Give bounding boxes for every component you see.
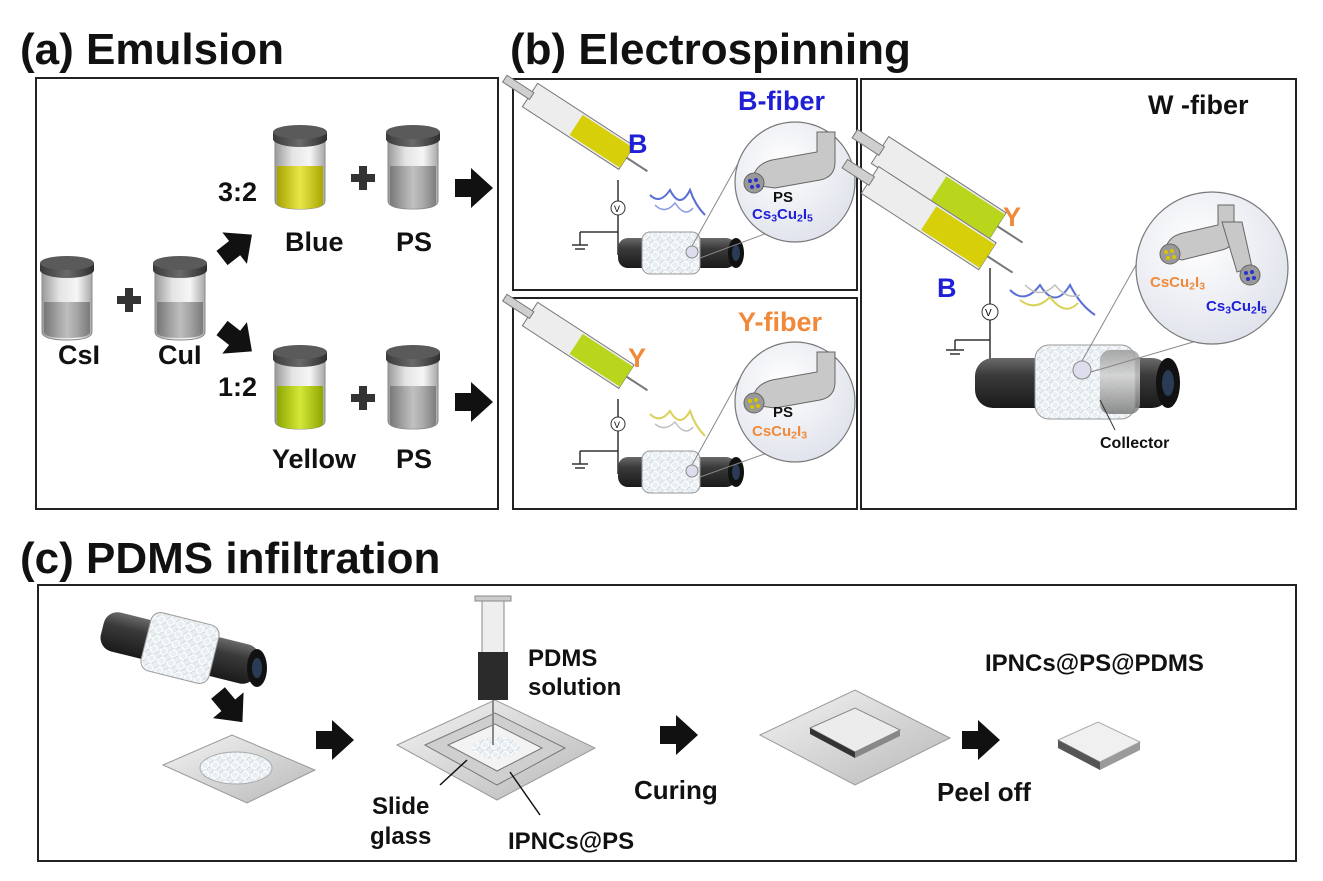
panel-pdms	[37, 584, 1297, 862]
label-cs3cu2i5-b: Cs3Cu2I5	[752, 206, 813, 225]
arrow-up-right-icon	[209, 218, 265, 274]
arrow-right-icon	[316, 720, 354, 760]
label-ipncs-ps: IPNCs@PS	[508, 828, 635, 855]
label-ps-b: PS	[773, 189, 794, 206]
arrow-down-right-icon	[209, 312, 265, 368]
label-csi: CsI	[58, 340, 101, 370]
y-fiber-setup: V	[501, 293, 856, 494]
arrow-right-icon	[455, 382, 493, 422]
arrow-down-icon	[202, 680, 258, 735]
plus-icon	[117, 288, 141, 312]
title-w-fiber: W -fiber	[1148, 90, 1249, 120]
label-cui: CuI	[158, 340, 202, 370]
label-w-y: Y	[1003, 202, 1022, 232]
voltage-symbol: V	[614, 420, 620, 430]
label-cscu2i3-y: CsCu2I3	[752, 423, 808, 442]
pdms-step3-cured	[758, 689, 952, 786]
pdms-step1-mat	[161, 734, 317, 804]
w-fiber-setup: V	[841, 128, 1289, 431]
label-pdms-solution: PDMS solution	[528, 645, 622, 701]
heading-pdms-infiltration: (c) PDMS infiltration	[20, 534, 441, 583]
pdms-step4-film	[1056, 721, 1142, 770]
slide-glass-pointer	[439, 759, 468, 786]
label-w-b: B	[937, 273, 957, 303]
label-ratio-3-2: 3:2	[218, 177, 258, 207]
label-ipncs-ps-pdms: IPNCs@PS@PDMS	[985, 650, 1204, 677]
voltage-symbol: V	[614, 204, 620, 214]
label-ps-y: PS	[773, 404, 794, 421]
cui-jar	[152, 255, 208, 341]
plus-icon	[351, 386, 375, 410]
arrow-right-icon	[660, 715, 698, 755]
yellow-jar	[272, 344, 328, 430]
arrow-right-icon	[962, 720, 1000, 760]
heading-electrospinning: (b) Electrospinning	[510, 25, 911, 74]
pdms-step2-mold	[395, 595, 597, 801]
title-b-fiber: B-fiber	[738, 86, 825, 116]
blue-jar	[272, 124, 328, 210]
ps-jar-bottom	[385, 344, 441, 430]
heading-emulsion: (a) Emulsion	[20, 25, 285, 74]
b-fiber-setup: V	[501, 74, 856, 275]
label-yellow: Yellow	[272, 444, 357, 474]
label-slide-glass: Slide glass	[370, 793, 432, 850]
label-b: B	[628, 129, 648, 159]
label-cscu2i3-w: CsCu2I3	[1150, 274, 1206, 293]
label-blue: Blue	[285, 227, 344, 257]
label-cs3cu2i5-w: Cs3Cu2I5	[1206, 298, 1267, 317]
arrow-right-icon	[455, 168, 493, 208]
label-ps-bottom: PS	[396, 444, 433, 474]
label-peel-off: Peel off	[937, 777, 1031, 807]
voltage-symbol: V	[985, 308, 992, 319]
plus-icon	[351, 166, 375, 190]
ipncs-ps-pointer	[509, 771, 541, 816]
pdms-step1-collector	[100, 612, 267, 687]
label-collector: Collector	[1100, 435, 1170, 452]
label-ratio-1-2: 1:2	[218, 372, 258, 402]
csi-jar	[39, 255, 95, 341]
label-curing: Curing	[634, 775, 718, 805]
label-y: Y	[628, 343, 647, 373]
title-y-fiber: Y-fiber	[738, 307, 823, 337]
label-ps-top: PS	[396, 227, 433, 257]
ps-jar-top	[385, 124, 441, 210]
